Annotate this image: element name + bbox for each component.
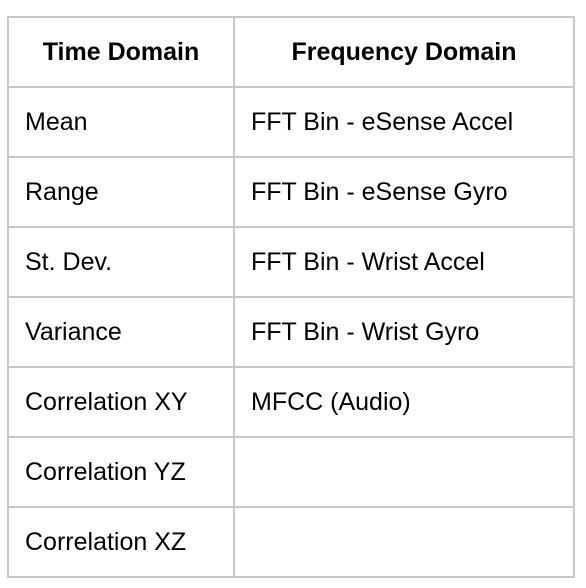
frequency-domain-cell-empty (233, 436, 575, 508)
table-row: St. Dev. FFT Bin - Wrist Accel (7, 226, 575, 298)
header-time-domain: Time Domain (7, 16, 235, 88)
frequency-domain-cell: FFT Bin - Wrist Gyro (233, 296, 575, 368)
table-row: Correlation XZ (7, 506, 575, 578)
table-header-row: Time Domain Frequency Domain (7, 16, 575, 88)
time-domain-cell: Variance (7, 296, 235, 368)
table-row: Correlation XY MFCC (Audio) (7, 366, 575, 438)
time-domain-cell: Range (7, 156, 235, 228)
time-domain-cell: Correlation XZ (7, 506, 235, 578)
time-domain-cell: St. Dev. (7, 226, 235, 298)
table-row: Correlation YZ (7, 436, 575, 508)
time-domain-cell: Correlation YZ (7, 436, 235, 508)
table-row: Range FFT Bin - eSense Gyro (7, 156, 575, 228)
frequency-domain-cell: FFT Bin - Wrist Accel (233, 226, 575, 298)
frequency-domain-cell: FFT Bin - eSense Gyro (233, 156, 575, 228)
table-row: Mean FFT Bin - eSense Accel (7, 86, 575, 158)
table-row: Variance FFT Bin - Wrist Gyro (7, 296, 575, 368)
feature-table: Time Domain Frequency Domain Mean FFT Bi… (7, 16, 575, 578)
frequency-domain-cell-empty (233, 506, 575, 578)
header-frequency-domain: Frequency Domain (233, 16, 575, 88)
time-domain-cell: Mean (7, 86, 235, 158)
frequency-domain-cell: MFCC (Audio) (233, 366, 575, 438)
frequency-domain-cell: FFT Bin - eSense Accel (233, 86, 575, 158)
feature-table-container: Time Domain Frequency Domain Mean FFT Bi… (7, 16, 575, 578)
time-domain-cell: Correlation XY (7, 366, 235, 438)
